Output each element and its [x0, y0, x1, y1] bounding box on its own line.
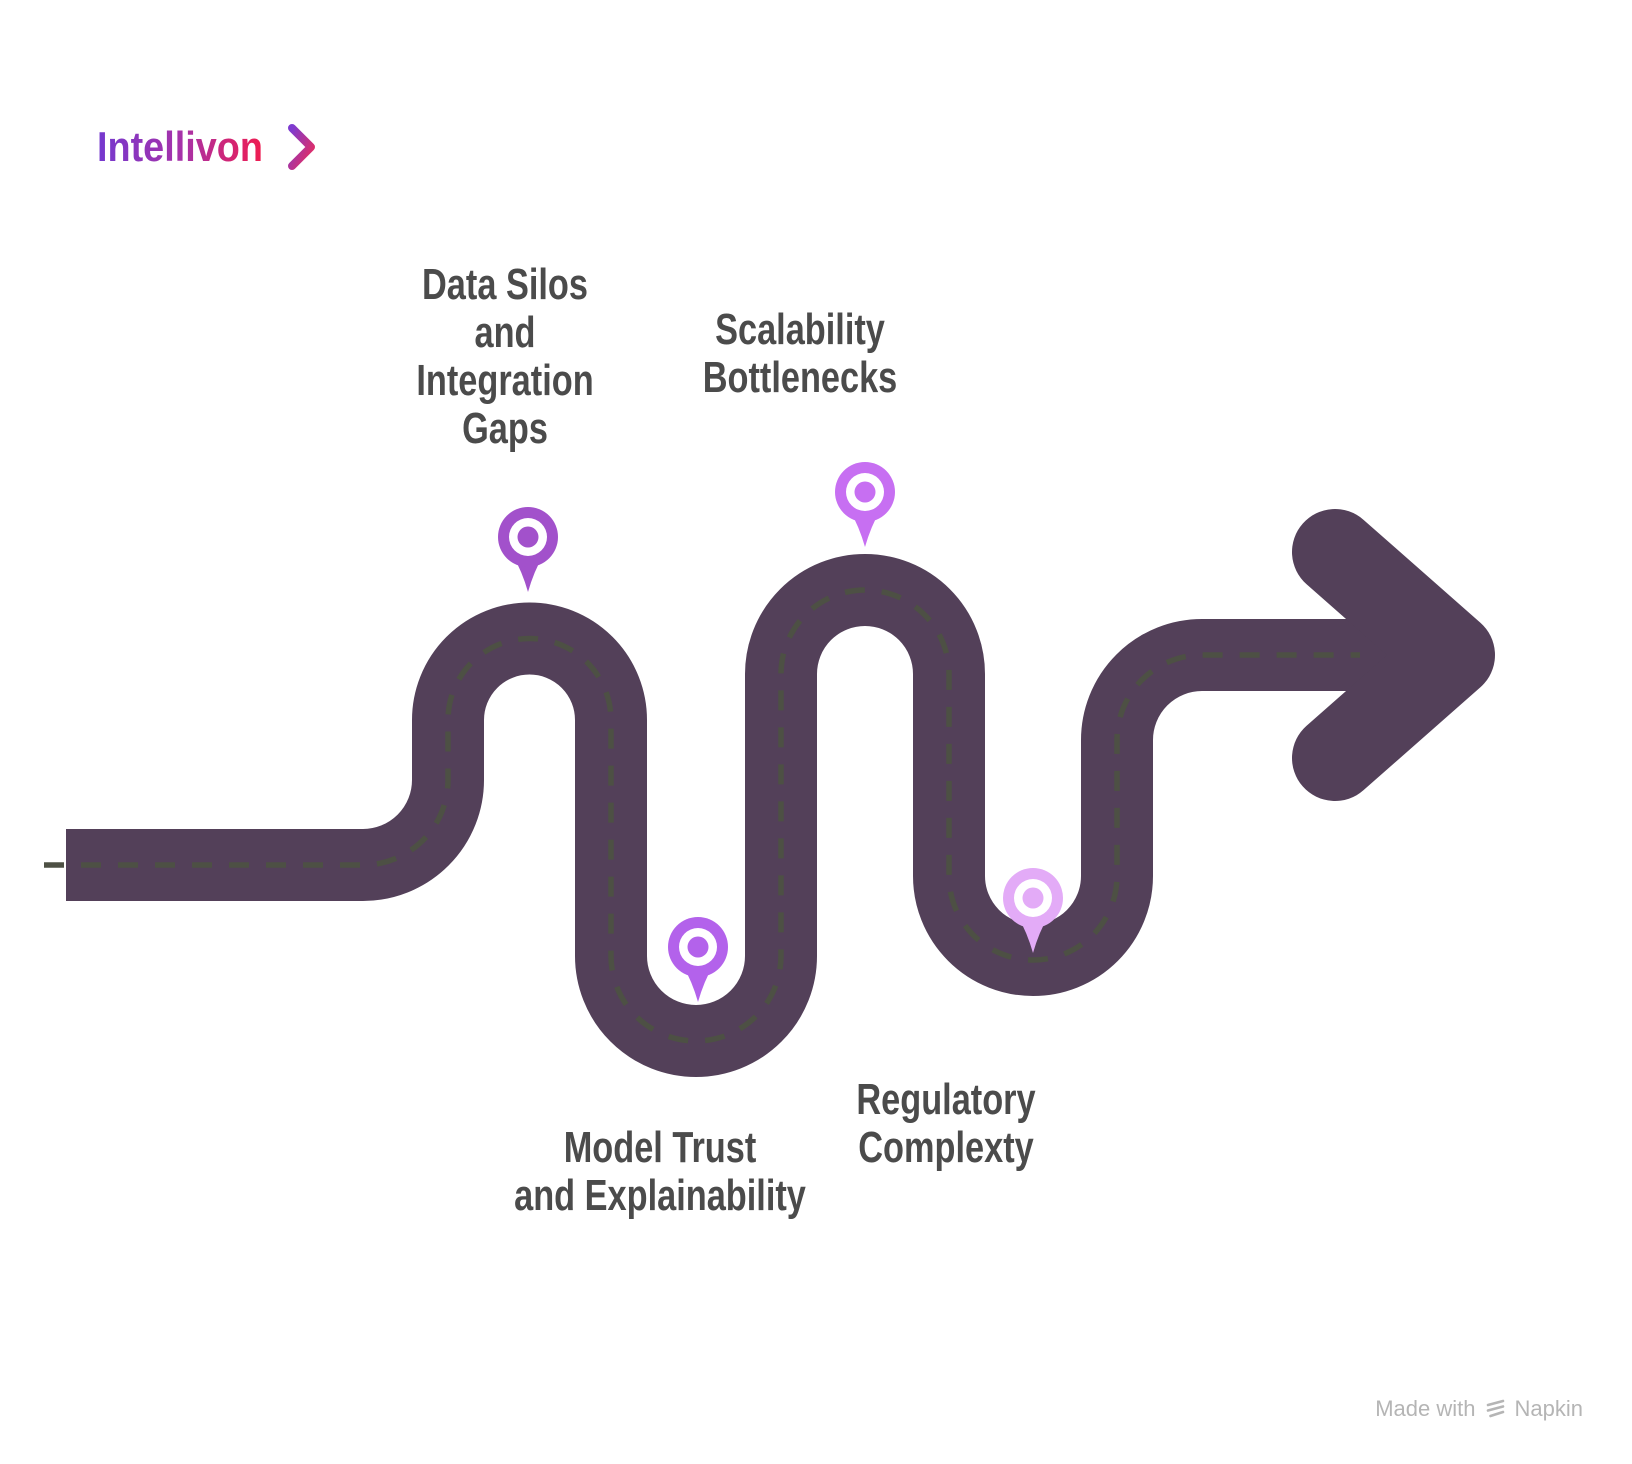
milestone-label: Data Silos and Integration Gaps: [416, 260, 594, 453]
milestone-label: Scalability Bottlenecks: [702, 305, 898, 402]
location-pin-icon: [835, 462, 895, 547]
napkin-watermark: Made with Napkin: [1375, 1396, 1583, 1422]
location-pin-icon: [668, 917, 728, 1002]
arrow-head-icon: [1292, 509, 1495, 801]
brand-logo: Intellivon: [97, 122, 317, 172]
milestone-label: Model Trust and Explainability: [514, 1123, 806, 1220]
napkin-icon: [1486, 1399, 1504, 1418]
watermark-brand: Napkin: [1514, 1396, 1583, 1421]
location-pin-icon: [498, 507, 558, 592]
location-pin-icon: [1003, 868, 1063, 953]
chevron-right-icon: [288, 124, 316, 170]
road-dashed-line: [44, 587, 1360, 1044]
milestone-label: Regulatory Complexty: [856, 1075, 1036, 1172]
road-path: [66, 554, 1395, 1077]
watermark-text: Made with: [1375, 1396, 1476, 1421]
brand-name: Intellivon: [97, 123, 263, 170]
